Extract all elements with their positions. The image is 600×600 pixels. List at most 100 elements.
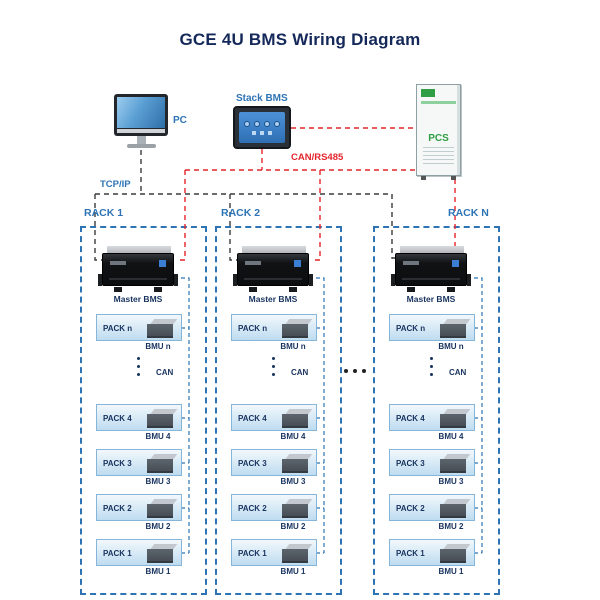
- stack-bms-buttons: [244, 120, 280, 127]
- pack-label: PACK 3: [103, 459, 132, 468]
- can-label-r2: CAN: [291, 368, 309, 377]
- pack-label: PACK 1: [238, 549, 267, 558]
- pack-label: PACK 2: [238, 504, 267, 513]
- pack-box: PACK 4: [96, 404, 182, 431]
- pack-box: PACK 4: [231, 404, 317, 431]
- bmu-label: BMU n: [438, 342, 464, 351]
- bmu-label: BMU 3: [438, 477, 464, 486]
- bmu-module-icon: [147, 544, 178, 563]
- pack-label: PACK 3: [238, 459, 267, 468]
- pack-box: PACK 2: [389, 494, 475, 521]
- pc-monitor-screen: [117, 97, 165, 128]
- pcs-foot-right: [451, 176, 456, 180]
- pack-label: PACK 4: [238, 414, 267, 423]
- master-bms-label-rn: Master BMS: [406, 294, 456, 304]
- pack-box: PACK n: [96, 314, 182, 341]
- stack-bms-label: Stack BMS: [236, 93, 288, 104]
- master-bms-label-r2: Master BMS: [248, 294, 298, 304]
- can-rs485-wires: [176, 127, 456, 261]
- bmu-label: BMU 3: [280, 477, 306, 486]
- rack-2-border: [215, 226, 342, 595]
- pack-box: PACK 1: [389, 539, 475, 566]
- bmu-label: BMU n: [145, 342, 171, 351]
- master-bms-icon-r1: [98, 246, 178, 292]
- tcpip-wires: [94, 150, 398, 261]
- pack-box: PACK 1: [96, 539, 182, 566]
- bmu-label: BMU 4: [145, 432, 171, 441]
- pc-computer-icon: [114, 94, 170, 152]
- pc-monitor-stand: [137, 136, 146, 144]
- bmu-label: BMU n: [280, 342, 306, 351]
- pc-label: PC: [173, 115, 187, 126]
- pack-box: PACK 2: [96, 494, 182, 521]
- bmu-module-icon: [440, 409, 471, 428]
- stack-bms-icon: [233, 106, 291, 149]
- pack-label: PACK 2: [103, 504, 132, 513]
- rack-can-chain-wires: [174, 277, 483, 554]
- pack-label: PACK n: [396, 324, 426, 333]
- bmu-module-icon: [440, 499, 471, 518]
- bmu-module-icon: [440, 544, 471, 563]
- bmu-module-icon: [282, 544, 313, 563]
- bmu-label: BMU 3: [145, 477, 171, 486]
- bmu-label: BMU 1: [145, 567, 171, 576]
- pc-monitor-base: [127, 144, 156, 148]
- bmu-module-icon: [282, 319, 313, 338]
- rack-1-border: [80, 226, 207, 595]
- vertical-ellipsis: [428, 352, 434, 381]
- rack-2-label: RACK 2: [221, 207, 261, 219]
- pack-label: PACK 1: [396, 549, 425, 558]
- can-label-r1: CAN: [156, 368, 174, 377]
- bmu-module-icon: [440, 454, 471, 473]
- bmu-module-icon: [147, 499, 178, 518]
- master-bms-label-r1: Master BMS: [113, 294, 163, 304]
- bmu-label: BMU 1: [280, 567, 306, 576]
- pack-label: PACK n: [238, 324, 268, 333]
- bmu-label: BMU 2: [438, 522, 464, 531]
- pack-label: PACK 2: [396, 504, 425, 513]
- pack-box: PACK 3: [96, 449, 182, 476]
- can-rs485-label: CAN/RS485: [291, 152, 344, 163]
- diagram-title: GCE 4U BMS Wiring Diagram: [179, 30, 421, 49]
- bmu-module-icon: [147, 409, 178, 428]
- pack-box: PACK 3: [389, 449, 475, 476]
- bmu-module-icon: [282, 454, 313, 473]
- master-bms-icon-rn: [391, 246, 471, 292]
- bmu-label: BMU 4: [280, 432, 306, 441]
- bmu-label: BMU 2: [280, 522, 306, 531]
- pcs-cabinet-icon: PCS: [416, 84, 461, 180]
- pcs-foot-left: [421, 176, 426, 180]
- pcs-label: PCS: [428, 133, 449, 144]
- bmu-label: BMU 1: [438, 567, 464, 576]
- bmu-module-icon: [147, 319, 178, 338]
- vertical-ellipsis: [270, 352, 276, 381]
- rack-1-label: RACK 1: [84, 207, 124, 219]
- can-label-rn: CAN: [449, 368, 467, 377]
- bmu-label: BMU 2: [145, 522, 171, 531]
- rack-n-border: [373, 226, 500, 595]
- pack-label: PACK 1: [103, 549, 132, 558]
- rack-n-label: RACK N: [448, 207, 489, 219]
- vertical-ellipsis: [135, 352, 141, 381]
- pcs-display: [421, 89, 435, 97]
- bmu-module-icon: [282, 409, 313, 428]
- pack-box: PACK 2: [231, 494, 317, 521]
- pack-label: PACK n: [103, 324, 133, 333]
- inter-rack-ellipsis: [344, 369, 366, 373]
- bmu-module-icon: [282, 499, 313, 518]
- pack-box: PACK 1: [231, 539, 317, 566]
- bmu-label: BMU 4: [438, 432, 464, 441]
- master-bms-icon-r2: [233, 246, 313, 292]
- bmu-module-icon: [147, 454, 178, 473]
- pcs-accent-strip: [421, 101, 456, 104]
- pc-monitor-chin: [117, 129, 165, 133]
- pack-label: PACK 3: [396, 459, 425, 468]
- pack-label: PACK 4: [396, 414, 425, 423]
- stack-bms-indicators: [252, 130, 272, 135]
- pack-label: PACK 4: [103, 414, 132, 423]
- pack-box: PACK n: [389, 314, 475, 341]
- bmu-module-icon: [440, 319, 471, 338]
- pack-box: PACK n: [231, 314, 317, 341]
